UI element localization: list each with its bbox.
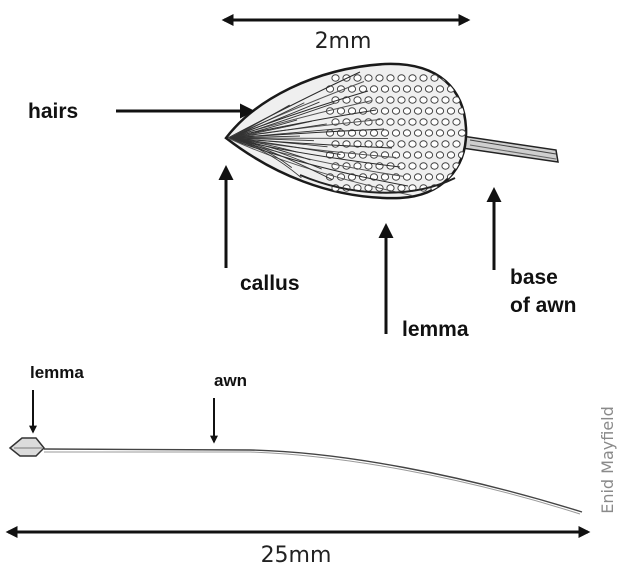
seed-illustration bbox=[226, 64, 558, 198]
base-of-awn-annotation: base of awn bbox=[494, 190, 577, 317]
awn-label: awn bbox=[214, 371, 247, 390]
lemma-top-annotation: lemma bbox=[386, 226, 469, 341]
hairs-annotation: hairs bbox=[28, 100, 252, 123]
whole-seed-illustration: lemma awn bbox=[10, 363, 582, 514]
callus-label: callus bbox=[240, 272, 300, 295]
scale-2mm-label: 2mm bbox=[315, 29, 372, 54]
base-of-awn-label-line1: base bbox=[510, 266, 558, 289]
base-of-awn-label-line2: of awn bbox=[510, 294, 577, 317]
scale-bar-2mm: 2mm bbox=[224, 20, 468, 54]
credit-text: Enid Mayfield bbox=[598, 406, 617, 514]
hairs-label: hairs bbox=[28, 100, 78, 123]
scale-25mm-label: 25mm bbox=[261, 543, 332, 568]
lemma-top-label: lemma bbox=[402, 318, 469, 341]
lemma-bottom-label: lemma bbox=[30, 363, 84, 382]
scale-bar-25mm: 25mm bbox=[8, 532, 588, 568]
callus-annotation: callus bbox=[226, 168, 300, 295]
